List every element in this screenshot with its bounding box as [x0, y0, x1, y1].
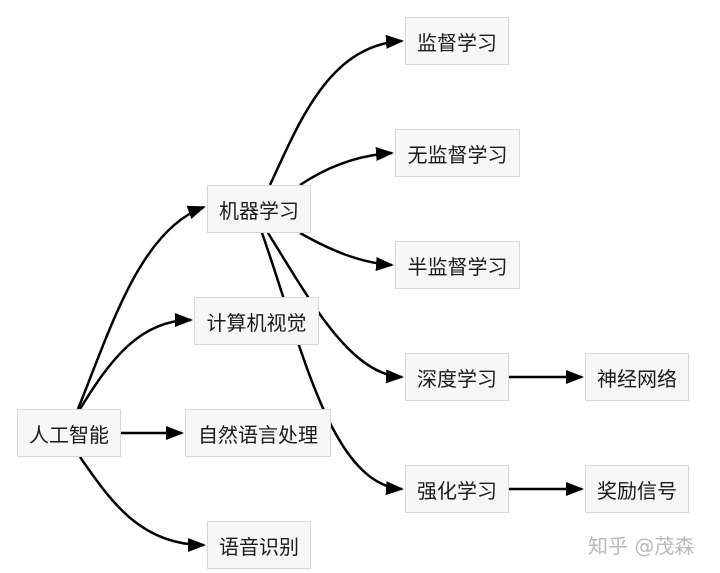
node-nn[interactable]: 神经网络 — [585, 353, 689, 401]
edge-root-ml — [76, 205, 206, 410]
node-rl[interactable]: 强化学习 — [405, 465, 509, 513]
edge-ml-semi — [299, 231, 394, 271]
node-nlp[interactable]: 自然语言处理 — [185, 409, 331, 457]
edge-ml-supervised — [268, 34, 404, 186]
edge-ml-rl — [260, 232, 404, 496]
node-cv[interactable]: 计算机视觉 — [194, 297, 319, 345]
node-ml[interactable]: 机器学习 — [207, 185, 311, 233]
node-semi[interactable]: 半监督学习 — [395, 241, 520, 289]
node-reward[interactable]: 奖励信号 — [585, 465, 689, 513]
node-root[interactable]: 人工智能 — [17, 409, 121, 457]
edge-ml-deep — [266, 232, 404, 384]
edge-ml-unsupervised — [299, 147, 394, 187]
watermark: 知乎 @茂森 — [588, 534, 695, 558]
node-supervised[interactable]: 监督学习 — [405, 17, 509, 65]
node-speech[interactable]: 语音识别 — [207, 521, 311, 569]
node-unsupervised[interactable]: 无监督学习 — [395, 129, 520, 177]
edge-root-cv — [78, 313, 193, 410]
edge-root-speech — [78, 456, 206, 552]
node-deep[interactable]: 深度学习 — [405, 353, 509, 401]
